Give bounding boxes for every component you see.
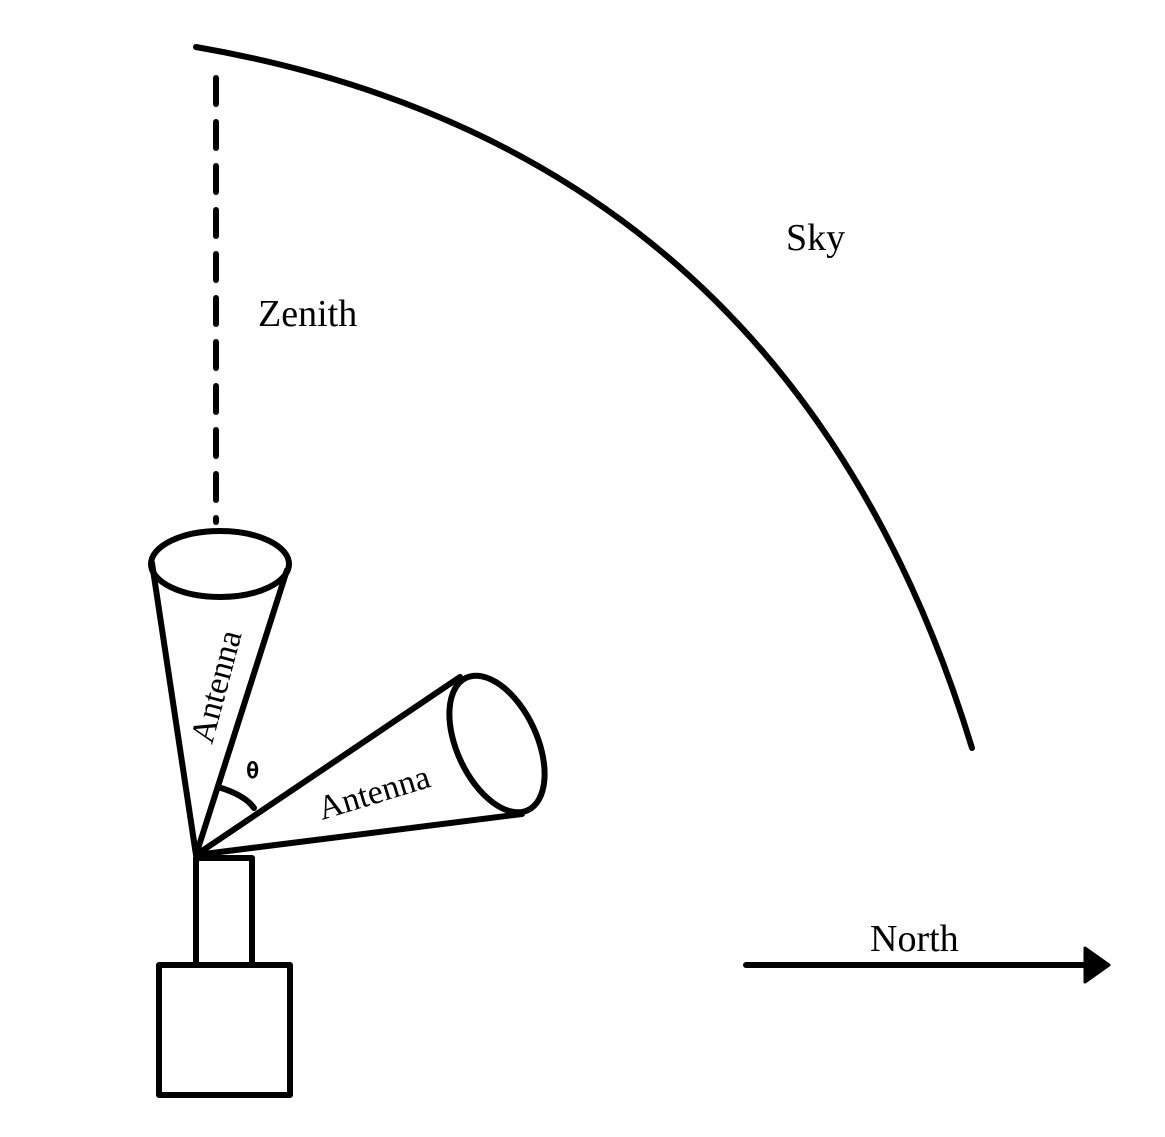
zenith-label: Zenith [258,293,357,335]
antenna-vertical-left-edge [149,560,199,858]
antenna-tilted-lower-edge [193,811,525,858]
antenna-vertical-right-edge [193,567,290,858]
antenna-base [156,962,293,1098]
antenna-tilted-upper-edge [193,674,463,858]
north-arrow: North [743,918,1111,984]
antenna-tilted-aperture [446,672,548,816]
sky-label: Sky [786,217,845,259]
theta-label: θ [246,759,259,784]
sky-arc [193,44,975,751]
north-label: North [870,918,959,960]
antenna-mast [193,855,255,968]
theta-angle-arc [215,784,257,811]
north-arrow-head-icon [1083,946,1111,984]
antenna-tilted-label: Antenna [314,759,435,828]
antenna-vertical-aperture [148,528,292,600]
antenna-vertical-label: Antenna [184,626,250,747]
